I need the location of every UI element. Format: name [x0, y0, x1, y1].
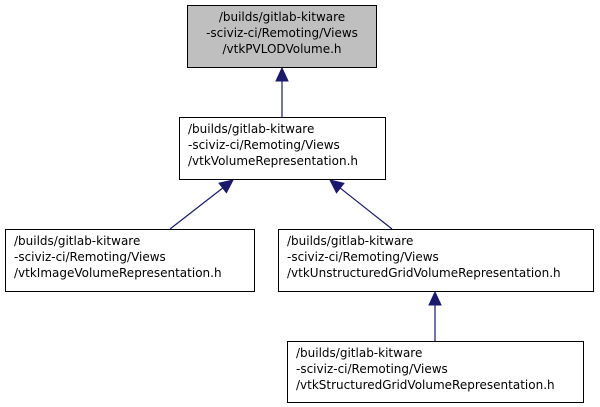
- node-line: -sciviz-ci/Remoting/Views: [296, 362, 448, 376]
- node-line: -sciviz-ci/Remoting/Views: [206, 26, 358, 40]
- node-line: -sciviz-ci/Remoting/Views: [287, 250, 439, 264]
- arrowhead-icon: [218, 179, 234, 194]
- node-line: /vtkStructuredGridVolumeRepresentation.h: [296, 378, 555, 392]
- node-vtkpvlodvolume: /builds/gitlab-kitware -sciviz-ci/Remoti…: [187, 5, 377, 68]
- node-line: /builds/gitlab-kitware: [188, 122, 315, 136]
- edge-unstructured-to-volume: [339, 187, 393, 230]
- node-line: /builds/gitlab-kitware: [14, 234, 141, 248]
- arrowhead-icon: [275, 66, 289, 82]
- edge-image-to-volume: [169, 187, 224, 230]
- node-line: /builds/gitlab-kitware: [296, 346, 423, 360]
- node-line: -sciviz-ci/Remoting/Views: [14, 250, 166, 264]
- node-line: /builds/gitlab-kitware: [218, 10, 346, 24]
- node-vtkimagevolumerepresentation[interactable]: /builds/gitlab-kitware -sciviz-ci/Remoti…: [5, 229, 255, 292]
- node-line: /vtkUnstructuredGridVolumeRepresentation…: [287, 266, 561, 280]
- node-vtkunstructuredgridvolumerepresentation[interactable]: /builds/gitlab-kitware -sciviz-ci/Remoti…: [278, 229, 594, 292]
- node-line: -sciviz-ci/Remoting/Views: [188, 138, 340, 152]
- node-line: /vtkPVLODVolume.h: [222, 42, 342, 56]
- node-line: /vtkVolumeRepresentation.h: [188, 154, 358, 168]
- arrowhead-icon: [329, 179, 345, 194]
- node-vtkvolumerepresentation[interactable]: /builds/gitlab-kitware -sciviz-ci/Remoti…: [179, 117, 386, 180]
- node-vtkstructuredgridvolumerepresentation[interactable]: /builds/gitlab-kitware -sciviz-ci/Remoti…: [287, 341, 584, 403]
- node-line: /builds/gitlab-kitware: [287, 234, 414, 248]
- node-line: /vtkImageVolumeRepresentation.h: [14, 266, 222, 280]
- arrowhead-icon: [428, 290, 442, 306]
